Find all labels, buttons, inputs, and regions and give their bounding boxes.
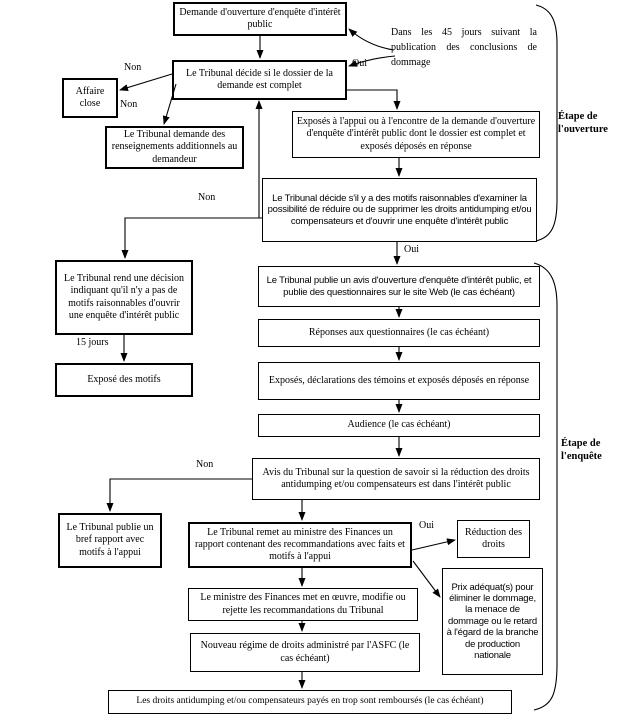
edge-label-non-motifs: Non <box>198 192 216 203</box>
node-avis-ouverture: Le Tribunal publie un avis d'ouverture d… <box>258 266 540 307</box>
stage-enquete-line2: l'enquête <box>561 451 602 463</box>
edge-label-oui-motifs: Oui <box>404 244 419 255</box>
node-reduction-droits: Réduction des droits <box>457 520 530 558</box>
node-demande-ouverture: Demande d'ouverture d'enquête d'intérêt … <box>173 2 347 36</box>
node-affaire-close: Affaire close <box>62 78 118 118</box>
node-audience: Audience (le cas échéant) <box>258 414 540 437</box>
node-dossier-complet: Le Tribunal décide si le dossier de la d… <box>172 60 347 100</box>
arrow-non-to-decision <box>121 217 262 259</box>
node-renseignements-additionnels: Le Tribunal demande des renseignements a… <box>105 126 244 169</box>
stage-ouverture-line2: l'ouverture <box>558 124 608 136</box>
node-reponses-questionnaires: Réponses aux questionnaires (le cas éché… <box>258 319 540 347</box>
stage-label-enquete: Étape de l'enquête <box>561 437 623 463</box>
edge-label-non-avis: Non <box>196 459 214 470</box>
node-decision-pas-motifs: Le Tribunal rend une décision indiquant … <box>55 260 193 335</box>
node-remboursement: Les droits antidumping et/ou compensateu… <box>108 690 512 714</box>
node-motifs-raisonnables: Le Tribunal décide s'il y a des motifs r… <box>262 178 537 242</box>
node-avis-tribunal: Avis du Tribunal sur la question de savo… <box>252 458 540 500</box>
arrow-oui-to-reduction <box>411 538 456 551</box>
arrow-oui-to-exposes <box>347 89 401 110</box>
node-prix-adequat: Prix adéquat(s) pour éliminer le dommage… <box>442 568 543 675</box>
edge-label-15-jours: 15 jours <box>76 337 109 348</box>
arrow-non-to-bref-rapport <box>106 478 252 512</box>
edge-label-non-renseignements: Non <box>120 99 138 110</box>
node-ministre-finances: Le ministre des Finances met en œuvre, m… <box>188 588 418 621</box>
leader-note-to-demande <box>348 28 395 51</box>
edge-label-oui-dossier: Oui <box>352 58 367 69</box>
arrow-non-to-affaire-close <box>119 73 173 91</box>
stage-ouverture-line1: Étape de <box>558 111 598 122</box>
stage-enquete-line1: Étape de <box>561 438 601 449</box>
node-bref-rapport: Le Tribunal publie un bref rapport avec … <box>58 513 162 568</box>
edge-label-non-affaire: Non <box>124 62 142 73</box>
node-nouveau-regime: Nouveau régime de droits administré par … <box>190 633 420 672</box>
node-exposes-temoins: Exposés, déclarations des témoins et exp… <box>258 362 540 400</box>
node-rapport-ministre: Le Tribunal remet au ministre des Financ… <box>188 522 412 568</box>
stage-label-ouverture: Étape de l'ouverture <box>558 110 624 136</box>
edge-label-oui-reduction: Oui <box>419 520 434 531</box>
node-exposes-demande: Exposés à l'appui ou à l'encontre de la … <box>292 111 540 158</box>
node-expose-des-motifs: Exposé des motifs <box>55 363 193 397</box>
annotation-45-jours: Dans les 45 jours suivant la publication… <box>391 27 537 68</box>
